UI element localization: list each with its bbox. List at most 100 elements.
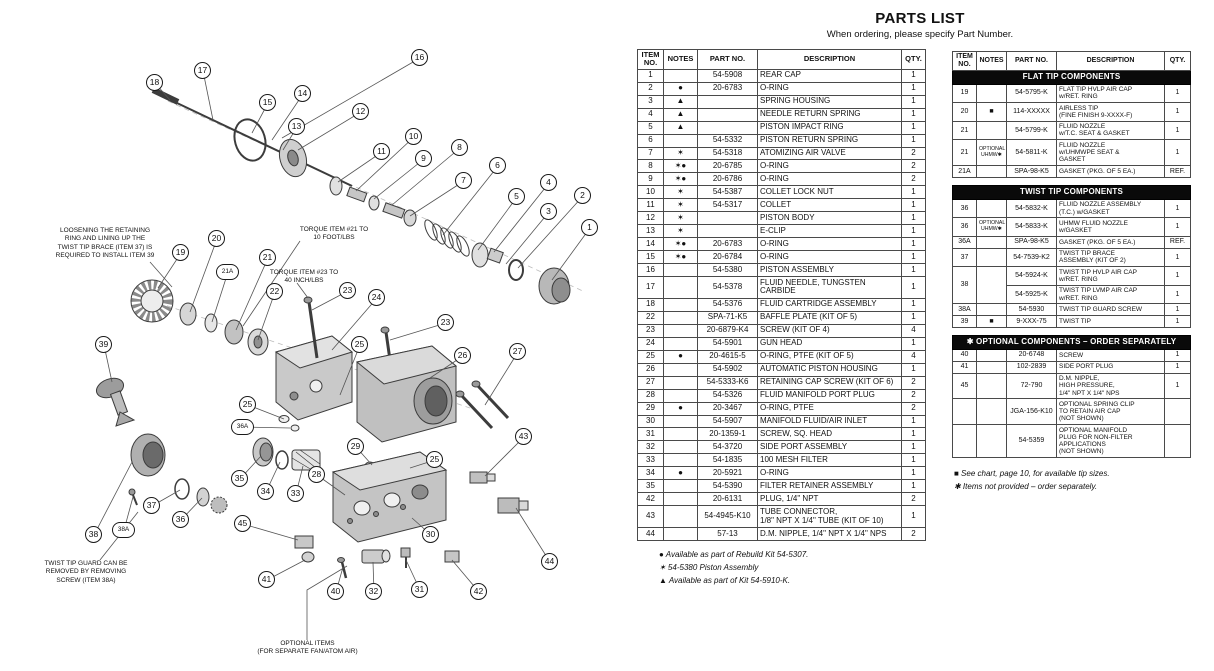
cell-part: 54-5317 bbox=[697, 198, 758, 213]
callout-41: 41 bbox=[258, 571, 275, 588]
cell-item: 38 bbox=[952, 266, 977, 305]
cell-qty: 1 bbox=[1164, 102, 1191, 122]
cell-item: 44 bbox=[637, 527, 664, 542]
column-header: DESCRIPTION bbox=[757, 49, 902, 70]
callout-42: 42 bbox=[470, 583, 487, 600]
callout-18: 18 bbox=[146, 74, 163, 91]
cell-qty: 1 bbox=[901, 427, 926, 442]
cell-desc: D.M. NIPPLE, 1/4" NPT X 1/4" NPS bbox=[757, 527, 902, 542]
footnote: ▲ Available as part of Kit 54-5910-K. bbox=[659, 575, 791, 585]
annotation-torque-21: TORQUE ITEM #21 TO 10 FOOT/LBS bbox=[299, 226, 369, 242]
cell-qty: 1 bbox=[901, 310, 926, 325]
cell-qty: 1 bbox=[901, 440, 926, 455]
cell-qty: 1 bbox=[901, 133, 926, 148]
callout-32: 32 bbox=[365, 583, 382, 600]
cell-part: 20-6783 bbox=[697, 237, 758, 252]
callout-27: 27 bbox=[509, 343, 526, 360]
column-header: QTY. bbox=[1164, 51, 1191, 71]
callout-43: 43 bbox=[515, 428, 532, 445]
cell-part: SPA-71-K5 bbox=[697, 310, 758, 325]
cell-notes bbox=[663, 527, 698, 542]
filter-parts-drawing bbox=[252, 437, 321, 471]
cell-qty: 1 bbox=[901, 362, 926, 377]
cell-item: 41 bbox=[952, 360, 977, 374]
cell-part: 54-5326 bbox=[697, 388, 758, 403]
callout-39: 39 bbox=[95, 336, 112, 353]
cell-qty: 1 bbox=[1164, 217, 1191, 237]
cell-part: 54-5811-K bbox=[1006, 139, 1057, 166]
cell-qty: 4 bbox=[901, 349, 926, 364]
cell-qty: 1 bbox=[901, 107, 926, 122]
cell-part: 20-6748 bbox=[1006, 348, 1057, 362]
cell-notes: ✶ bbox=[663, 198, 698, 213]
cell-part: 54-5908 bbox=[697, 68, 758, 83]
cell-desc: PISTON ASSEMBLY bbox=[757, 263, 902, 278]
cell-notes bbox=[976, 398, 1007, 426]
cell-desc: SIDE PORT ASSEMBLY bbox=[757, 440, 902, 455]
cell-part: 54-1835 bbox=[697, 453, 758, 468]
cell-part: 54-5832-K bbox=[1006, 198, 1057, 219]
section-band-row: TWIST TIP COMPONENTS bbox=[952, 184, 1191, 200]
cell-desc: SCREW (KIT OF 4) bbox=[757, 323, 902, 338]
cell-item: 36A bbox=[952, 235, 977, 249]
cell-desc: FILTER RETAINER ASSEMBLY bbox=[757, 479, 902, 494]
callout-25: 25 bbox=[239, 396, 256, 413]
annotation-retaining-note: LOOSENING THE RETAINING RING AND LINING … bbox=[55, 227, 155, 260]
cell-qty: REF. bbox=[1164, 165, 1191, 178]
cell-qty: 1 bbox=[901, 185, 926, 200]
cell-part: 54-5318 bbox=[697, 146, 758, 161]
cell-desc: O-RING bbox=[757, 159, 902, 174]
cell-qty: 1 bbox=[901, 414, 926, 429]
cell-desc: TWIST TIP GUARD SCREW bbox=[1056, 303, 1165, 317]
callout-19: 19 bbox=[172, 244, 189, 261]
cell-item: 7 bbox=[637, 146, 664, 161]
cell-item: 35 bbox=[637, 479, 664, 494]
cell-desc: RETAINING CAP SCREW (KIT OF 6) bbox=[757, 375, 902, 390]
callout-35: 35 bbox=[231, 470, 248, 487]
cell-qty: 1 bbox=[1164, 83, 1191, 104]
cell-qty: 2 bbox=[901, 375, 926, 390]
cell-desc: O-RING, PTFE (KIT OF 5) bbox=[757, 349, 902, 364]
cell-notes bbox=[976, 120, 1007, 141]
column-header: ITEM NO. bbox=[637, 49, 664, 70]
cell-qty: 1 bbox=[901, 237, 926, 252]
column-header: ITEM NO. bbox=[952, 51, 977, 71]
cell-notes: ▲ bbox=[663, 94, 698, 109]
callout-36: 36 bbox=[172, 511, 189, 528]
annotation-torque-23: TORQUE ITEM #23 TO 40 INCH/LBS bbox=[269, 269, 339, 285]
cell-notes bbox=[663, 276, 698, 299]
callout-36A: 36A bbox=[231, 419, 254, 435]
callout-37: 37 bbox=[143, 497, 160, 514]
cell-part: 54-5387 bbox=[697, 185, 758, 200]
cell-qty: 1 bbox=[901, 211, 926, 226]
footnote: ■ See chart, page 10, for available tip … bbox=[954, 469, 1110, 479]
cell-notes bbox=[663, 505, 698, 529]
cell-item: 13 bbox=[637, 224, 664, 239]
cell-part: 20-6785 bbox=[697, 159, 758, 174]
cell-part: 54-5795-K bbox=[1006, 83, 1057, 104]
cell-desc: PISTON RETURN SPRING bbox=[757, 133, 902, 148]
cell-desc: SCREW bbox=[1056, 348, 1165, 362]
cell-item: 8 bbox=[637, 159, 664, 174]
cell-part bbox=[697, 211, 758, 226]
cell-desc: COLLET bbox=[757, 198, 902, 213]
cell-notes bbox=[976, 424, 1007, 459]
cell-item: 26 bbox=[637, 362, 664, 377]
cell-qty: 1 bbox=[901, 198, 926, 213]
callout-38A: 38A bbox=[112, 522, 135, 538]
cell-desc: TUBE CONNECTOR, 1/8" NPT X 1/4" TUBE (KI… bbox=[757, 505, 902, 529]
section-band-row: ✱ OPTIONAL COMPONENTS – ORDER SEPARATELY bbox=[951, 334, 1192, 350]
cell-notes bbox=[663, 68, 698, 83]
